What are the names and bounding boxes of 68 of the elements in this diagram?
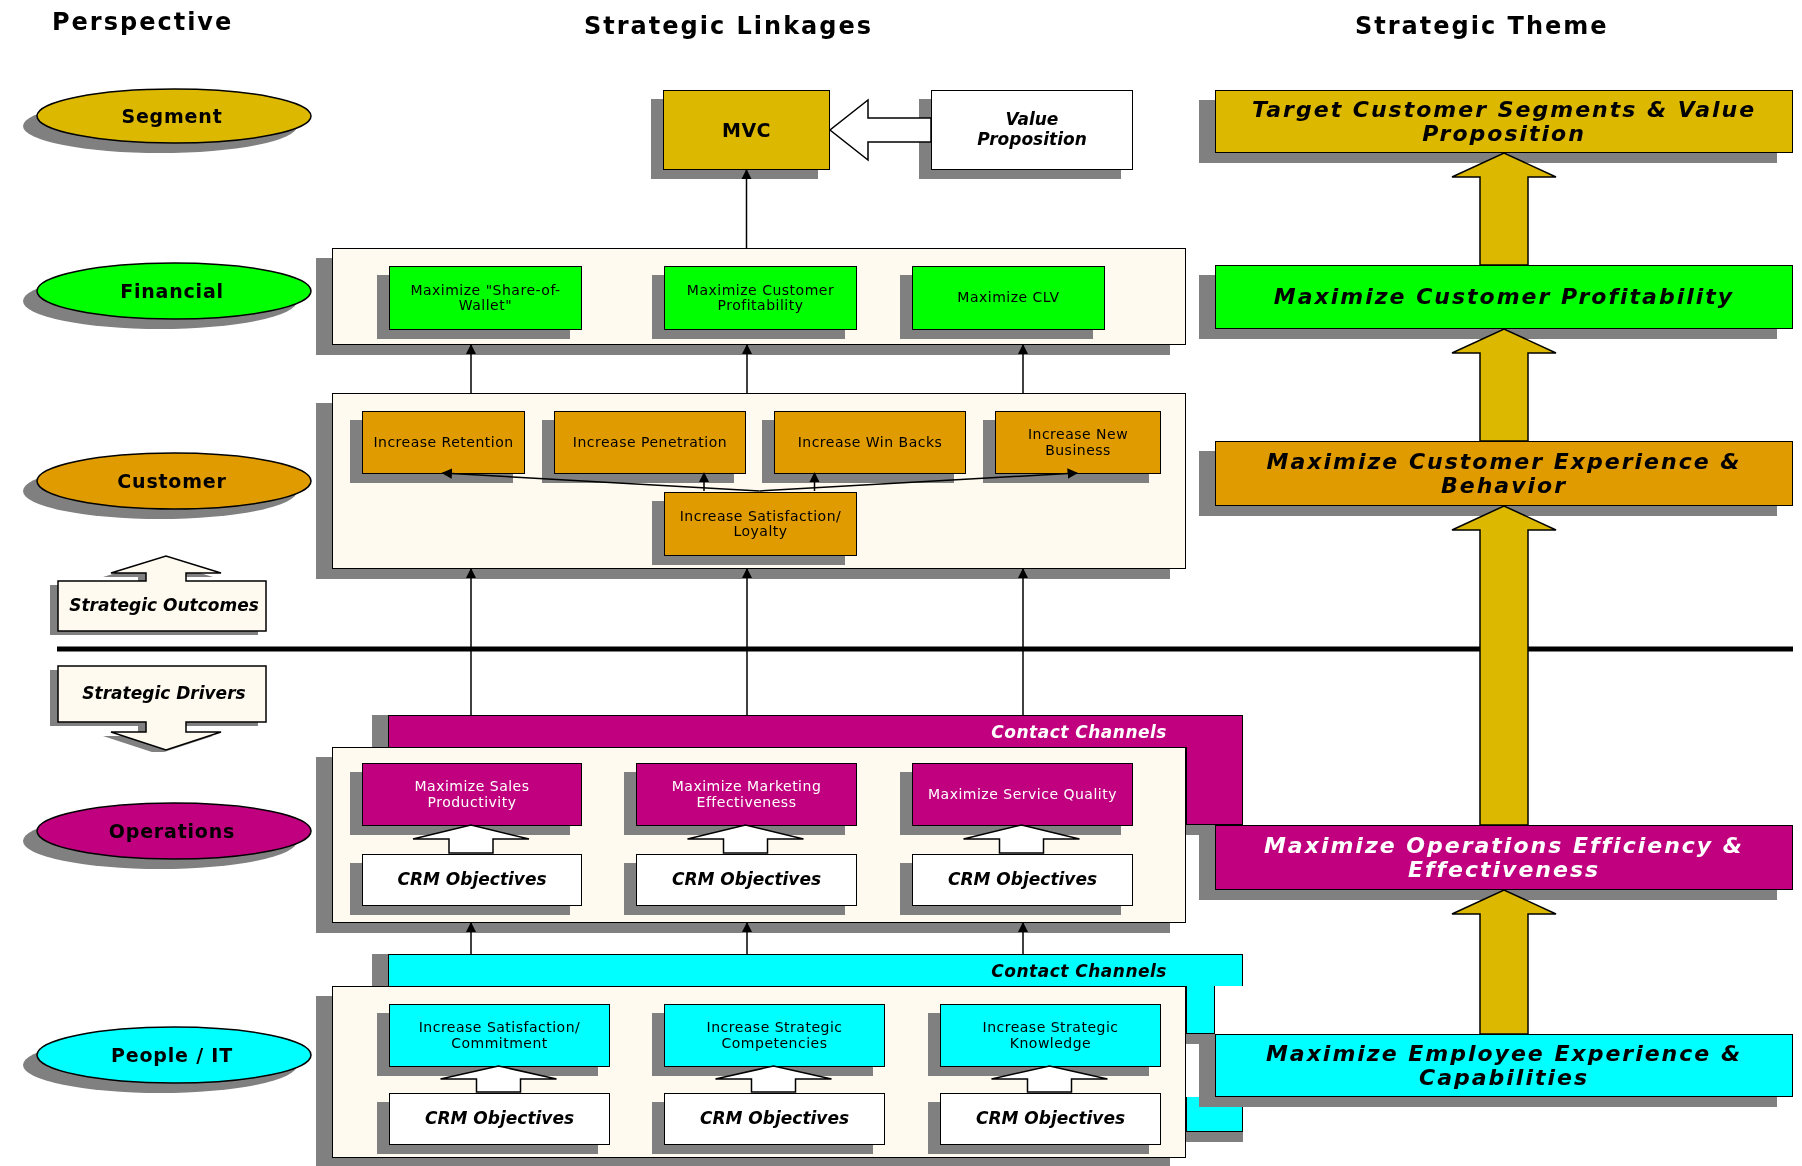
block-arrow	[714, 1065, 833, 1093]
perspective-label: Operations	[108, 820, 236, 842]
theme-label: Maximize Operations Efficiency & Effectiveness	[1262, 834, 1746, 881]
crm-label: CRM Objectives	[698, 1109, 851, 1129]
arrow	[465, 567, 477, 716]
objective-label: Increase New Business	[1026, 427, 1130, 458]
arrow	[809, 471, 820, 492]
block-arrow	[1451, 328, 1557, 442]
perspective-ellipse	[22, 88, 312, 154]
perspective-label: People / IT	[111, 1044, 233, 1066]
objective-label: Increase Strategic Knowledge	[981, 1020, 1120, 1051]
block-arrow	[1451, 152, 1557, 266]
channel-label: Contact Channels	[991, 722, 1167, 742]
crm-label: CRM Objectives	[396, 870, 548, 890]
perspective-label: Segment	[121, 105, 223, 127]
arrow-shape-label: Strategic Outcomes	[69, 595, 259, 615]
arrow	[1017, 343, 1029, 394]
objective-label: Maximize "Share-of-Wallet"	[409, 282, 562, 314]
objective-label: Increase Retention	[372, 434, 515, 451]
perspective-label: Customer	[117, 470, 227, 492]
objective-label: Maximize Marketing Effectiveness	[670, 779, 823, 810]
arrow	[741, 168, 752, 249]
arrow	[1017, 567, 1029, 716]
column-heading: Strategic Theme	[1355, 12, 1609, 40]
arrow	[1017, 921, 1029, 955]
arrow	[758, 468, 1079, 492]
block-arrow	[439, 1065, 558, 1093]
objective-label: Maximize Customer Profitability	[685, 282, 836, 314]
arrow-shape-label: Strategic Drivers	[82, 683, 246, 703]
column-heading: Perspective	[52, 8, 234, 36]
block-arrow	[990, 1065, 1109, 1093]
perspective-ellipse	[22, 452, 312, 520]
objective-label: Increase Satisfaction/ Commitment	[417, 1020, 582, 1051]
arrow	[441, 468, 761, 492]
objective-label: Increase Penetration	[571, 434, 729, 451]
block-arrow	[1451, 889, 1557, 1035]
crm-label: CRM Objectives	[974, 1109, 1127, 1129]
objective-label: Increase Strategic Competencies	[705, 1020, 844, 1051]
channel-label: Contact Channels	[991, 961, 1167, 981]
objective-label: Maximize Service Quality	[927, 786, 1118, 803]
crm-label: CRM Objectives	[946, 870, 1099, 890]
theme-label: Maximize Employee Experience & Capabilities	[1264, 1042, 1744, 1089]
arrow	[741, 921, 753, 955]
block-arrow	[1451, 505, 1557, 826]
objective-label: Increase Satisfaction/ Loyalty	[678, 508, 843, 540]
perspective-ellipse	[22, 262, 312, 330]
perspective-ellipse	[22, 802, 312, 870]
block-arrow	[962, 824, 1081, 854]
block-arrow	[686, 824, 805, 854]
block-arrow	[412, 824, 530, 854]
perspective-label: Financial	[120, 280, 224, 302]
proposition-label: Value Proposition	[976, 110, 1088, 150]
objective-label: MVC	[720, 119, 773, 141]
theme-label: Maximize Customer Experience & Behavior	[1265, 450, 1743, 497]
crm-label: CRM Objectives	[423, 1109, 576, 1129]
arrow	[698, 471, 710, 492]
theme-label: Target Customer Segments & Value Proposition	[1250, 98, 1758, 145]
objective-label: Increase Win Backs	[796, 434, 944, 451]
arrow	[465, 921, 477, 955]
theme-label: Maximize Customer Profitability	[1272, 285, 1736, 309]
arrow	[465, 343, 477, 394]
column-heading: Strategic Linkages	[584, 12, 874, 40]
crm-label: CRM Objectives	[670, 870, 823, 890]
perspective-ellipse	[22, 1026, 312, 1094]
objective-label: Maximize CLV	[956, 290, 1061, 306]
block-arrow	[828, 98, 932, 162]
objective-label: Maximize Sales Productivity	[413, 779, 531, 810]
arrow	[741, 343, 753, 394]
